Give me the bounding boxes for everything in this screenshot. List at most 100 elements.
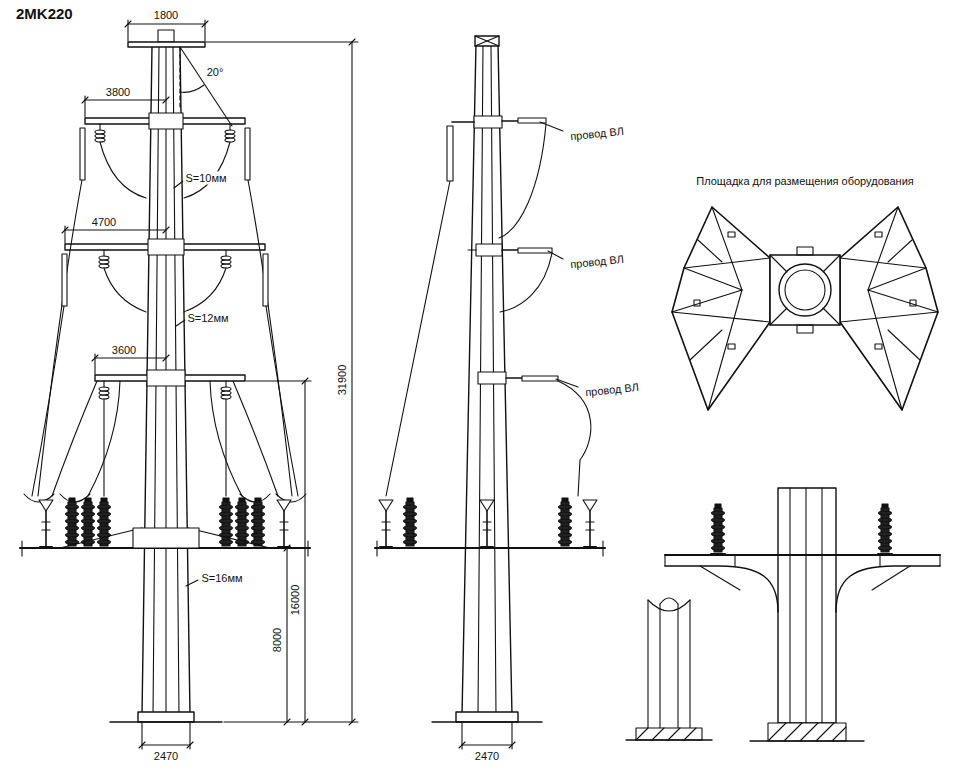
base-detail (668, 728, 680, 740)
dimension-lines (163, 227, 169, 233)
pole-front-view (142, 46, 190, 715)
pole-side-view (379, 500, 393, 547)
pole-side-view (502, 249, 518, 251)
base-detail (768, 723, 786, 741)
base-detail (636, 728, 648, 740)
wall-thickness: S=12мм (185, 312, 230, 325)
dimension-lines (187, 742, 193, 748)
pole-side-view (556, 379, 578, 387)
dimension-lines (202, 21, 208, 27)
wall-thickness: S=16мм (199, 572, 244, 585)
platform-plan (672, 207, 770, 410)
wire-callout: провод ВЛ (568, 253, 627, 272)
dimension-value: 3800 (104, 86, 132, 99)
base-detail (872, 566, 910, 590)
wires-and-equipment (22, 124, 146, 556)
pole-side-view (456, 712, 518, 722)
angle-mark (180, 85, 204, 92)
dimension-lines (92, 355, 98, 361)
base-detail (879, 555, 880, 566)
base-detail (626, 488, 940, 741)
base-detail (939, 555, 940, 566)
dimension-lines (284, 719, 290, 725)
base-detail (660, 598, 678, 604)
dimension-value: 4700 (90, 216, 118, 229)
pole-side-view (540, 122, 563, 131)
platform-plan (823, 308, 840, 325)
dimension-lines (349, 39, 355, 45)
dimension-lines (65, 229, 166, 230)
dimension-lines (351, 42, 352, 722)
angle-mark (179, 47, 180, 110)
dimension-value: 1800 (152, 9, 180, 22)
pole-side-view (468, 249, 476, 250)
base-detail (677, 604, 678, 728)
crossarm (148, 239, 184, 255)
angle-value: 20° (205, 66, 226, 79)
pole-side-view (386, 181, 450, 496)
dimension-lines (302, 719, 308, 725)
pole-side-view (518, 248, 552, 253)
platform-plan (770, 255, 840, 325)
platform-plan (823, 255, 840, 272)
base-detail (689, 600, 690, 728)
platform-plan (797, 325, 813, 333)
pole-side-view (522, 376, 558, 381)
base-detail (665, 554, 940, 556)
dimension-lines (302, 378, 308, 384)
base-detail (700, 566, 740, 590)
dimension-lines (62, 227, 68, 233)
dimension-lines (462, 744, 512, 745)
pole-side-view (376, 541, 377, 556)
base-detail (816, 723, 834, 741)
pole-side-view (478, 372, 506, 384)
dimension-value: 31900 (336, 363, 349, 398)
dimension-lines (142, 744, 190, 745)
base-detail (711, 504, 725, 554)
base-detail (821, 488, 822, 723)
crossarm (147, 370, 185, 386)
wire-callout: провод ВЛ (583, 381, 642, 400)
wall-thickness: S=10мм (183, 172, 228, 185)
base-detail (647, 600, 648, 728)
pole-side-view (475, 36, 499, 46)
pole-side-view (476, 244, 502, 256)
dimension-lines (82, 97, 88, 103)
base-detail (789, 488, 790, 723)
base-detail (800, 723, 818, 741)
dimension-lines (286, 548, 287, 722)
dimension-lines (128, 23, 205, 24)
base-detail (836, 566, 940, 612)
base-detail (664, 555, 665, 566)
dimension-lines (95, 357, 166, 358)
dimension-lines (246, 380, 311, 381)
thickness-leader (174, 181, 183, 188)
wires-and-equipment (184, 124, 308, 556)
base-detail (750, 740, 864, 741)
dimension-lines (206, 41, 358, 42)
base-detail (652, 728, 664, 740)
dimension-value: 2470 (473, 750, 501, 763)
pole-side-view (548, 251, 563, 259)
platform-plan (672, 207, 938, 410)
pole-side-view (447, 126, 453, 181)
thickness-leader (176, 320, 185, 326)
base-detail (648, 600, 690, 611)
dimension-lines (509, 742, 515, 748)
dimension-lines (284, 545, 290, 551)
platform-plan (785, 270, 825, 310)
platform-plan (797, 247, 813, 255)
view-caption: Площадка для размещения оборудования (694, 175, 916, 188)
platform-plan (770, 308, 787, 325)
pole-side-view (475, 36, 499, 46)
dimension-value: 3600 (110, 344, 138, 357)
pole-front-view (158, 30, 174, 42)
pole-side-view (432, 721, 542, 722)
pole-side-view (502, 120, 518, 122)
pole-side-view (506, 377, 522, 379)
pole-side-view (475, 36, 499, 46)
crossarm (65, 113, 265, 386)
dimension-lines (163, 97, 169, 103)
